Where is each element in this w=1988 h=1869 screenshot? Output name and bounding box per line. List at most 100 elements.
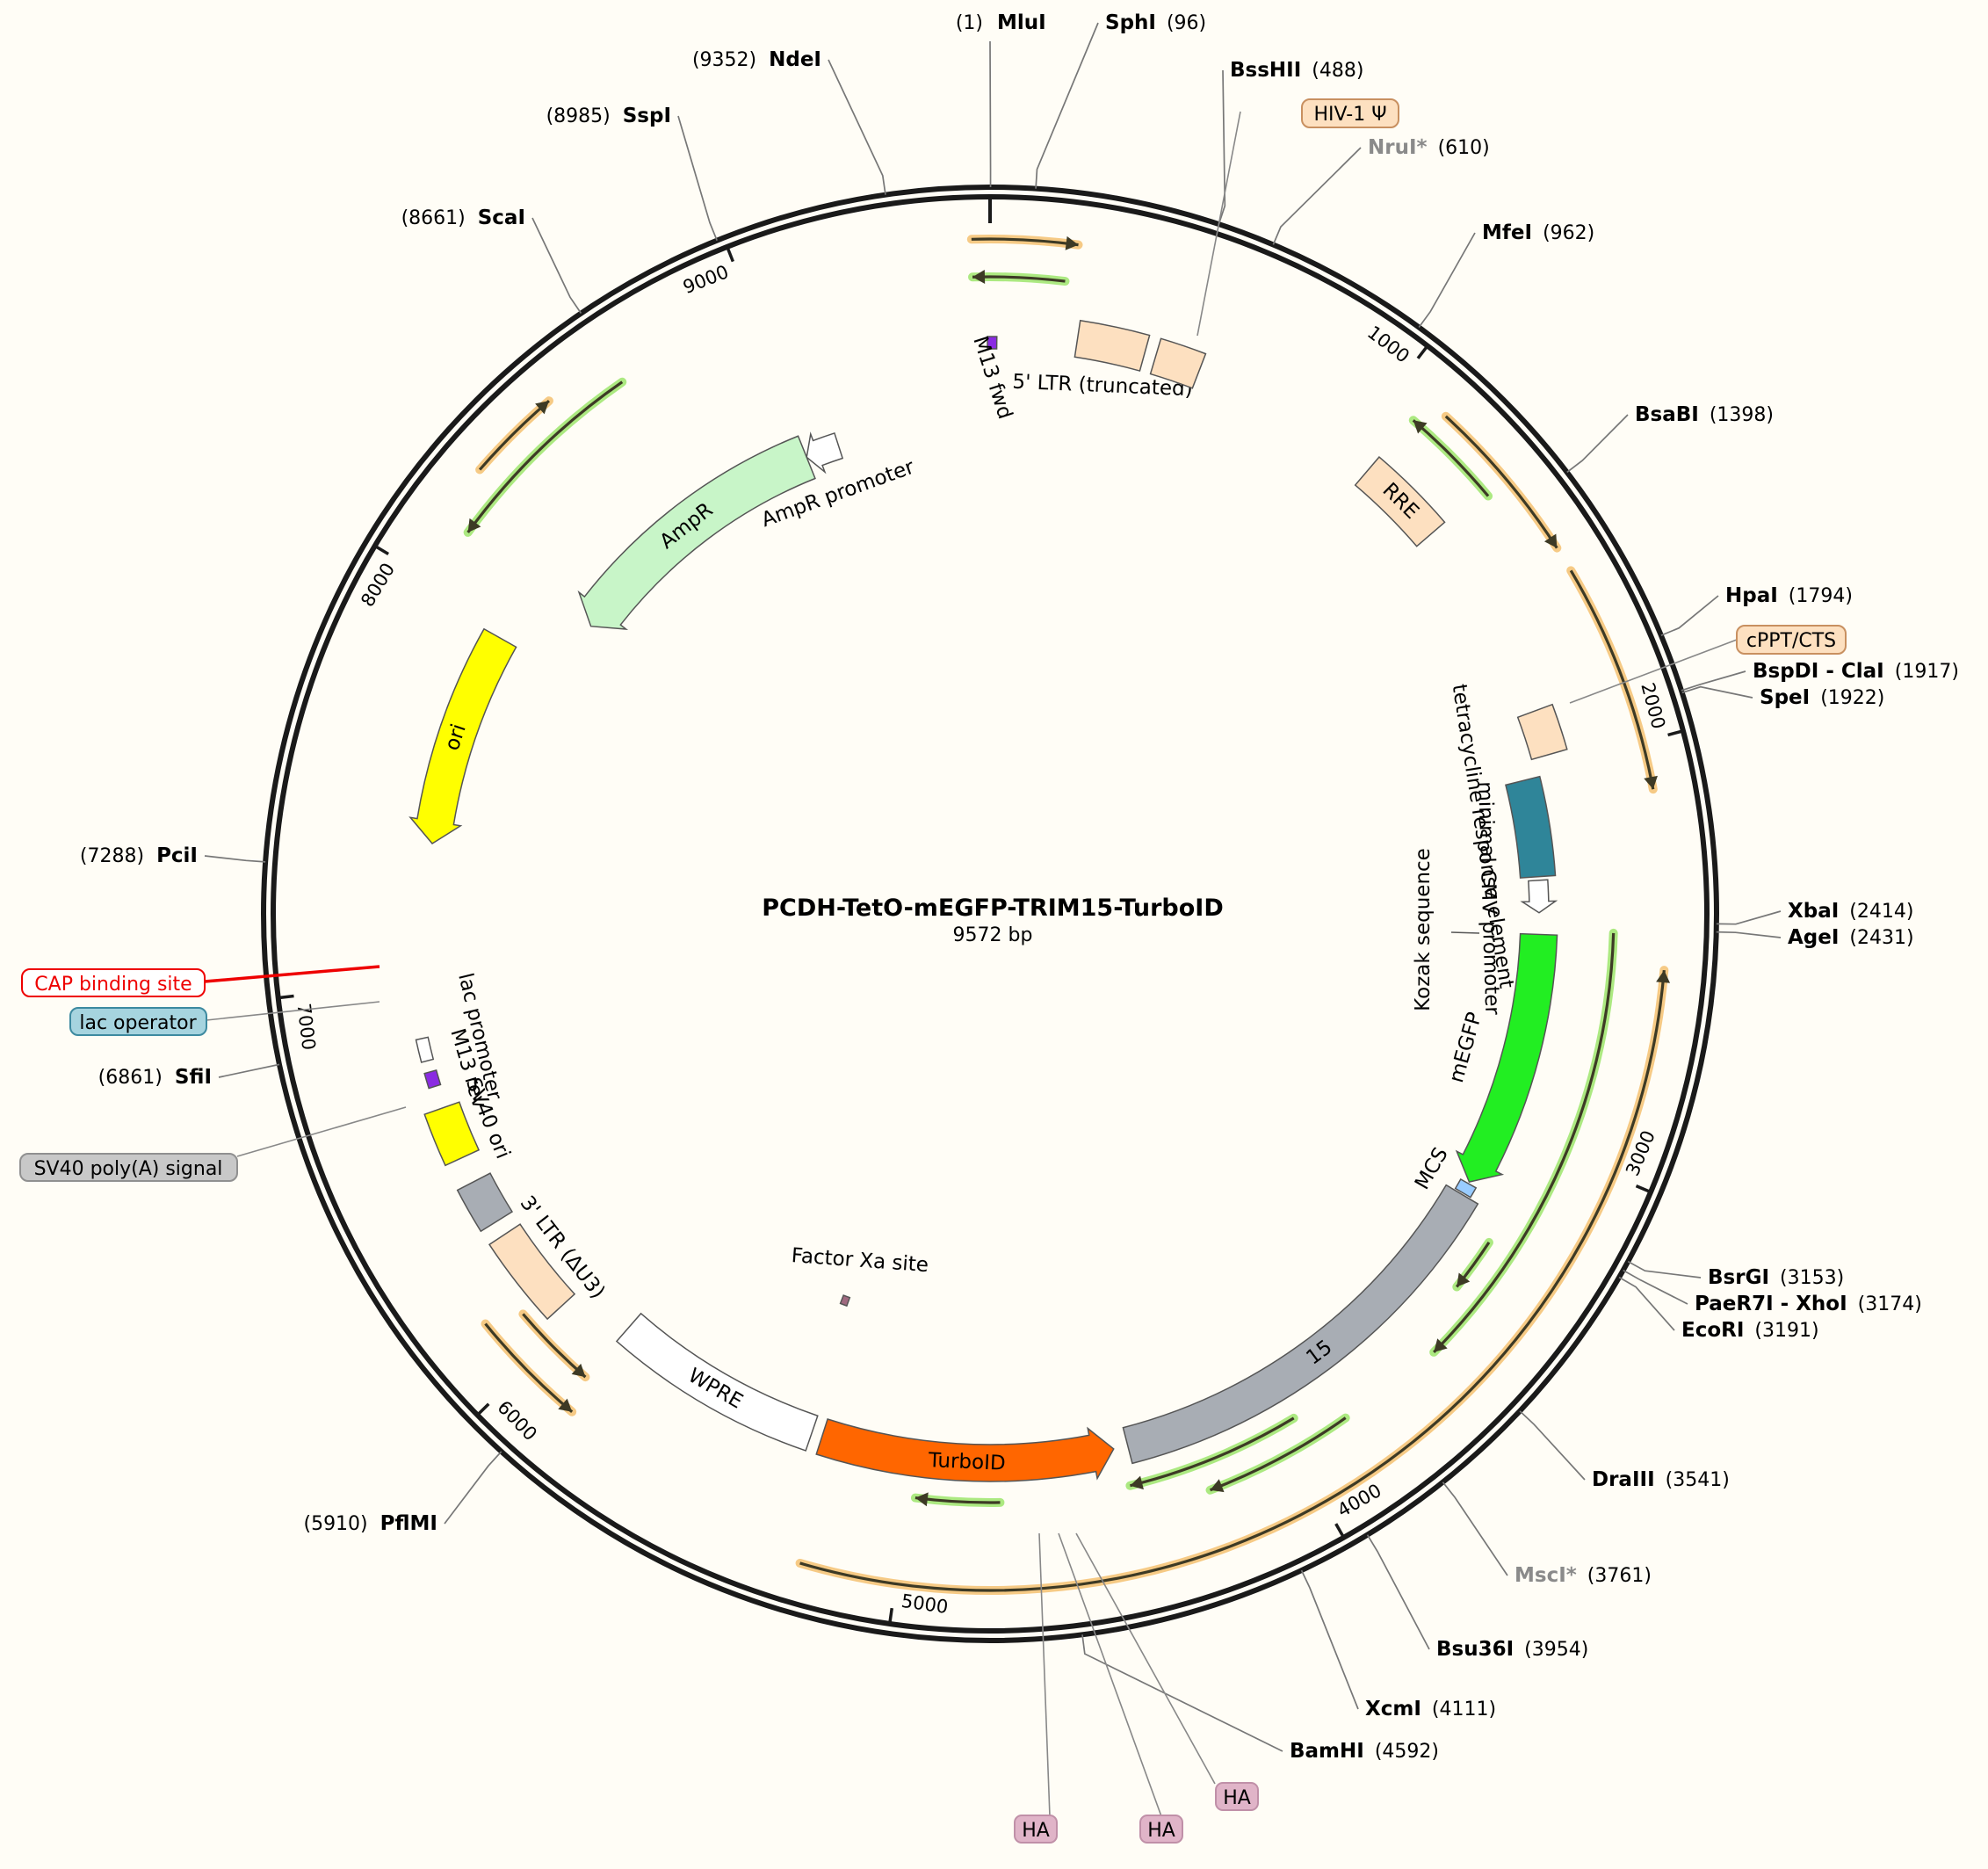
site-position: (1922) [1820, 687, 1884, 709]
site-position: (1917) [1895, 661, 1959, 683]
site-position: (1) [956, 12, 983, 34]
orf-arrows [463, 235, 1671, 1595]
site-name: SpeI [1760, 686, 1810, 709]
site-name: NdeI [769, 48, 821, 71]
orf-arrowhead [1434, 1338, 1448, 1352]
site-position: (8661) [401, 207, 466, 229]
site-position: (4592) [1375, 1741, 1439, 1763]
feature-turboid: TurboID [815, 1418, 1115, 1482]
orf-arrowhead [1210, 1479, 1225, 1493]
callout-label: Kozak sequence [1412, 848, 1435, 1011]
tick-mark [1416, 344, 1429, 359]
callout-label: cPPT/CTS [1746, 630, 1836, 652]
site-pcii: PciI (7288) [80, 844, 266, 867]
site-name: XcmI [1365, 1698, 1421, 1720]
site-agei: AgeI(2431) [1716, 926, 1914, 949]
site-leader-line [1418, 232, 1476, 328]
feature-shape [1074, 319, 1151, 372]
feature-shape [987, 336, 998, 350]
site-leader-line [1300, 1569, 1359, 1710]
site-position: (5910) [303, 1513, 367, 1535]
site-position: (3174) [1858, 1293, 1922, 1315]
site-name: ScaI [478, 206, 525, 229]
site-position: (96) [1167, 12, 1206, 34]
callout-sv40-polya: SV40 poly(A) signal [19, 1106, 407, 1182]
site-name: BssHII [1230, 59, 1301, 82]
site-name: MluI [997, 11, 1046, 34]
site-msci: MscI* (3761) [1442, 1481, 1652, 1587]
orf-arrowhead [1644, 775, 1658, 790]
site-spei: SpeI (1922) [1681, 685, 1884, 709]
orf-arrowhead [571, 1363, 586, 1378]
callout-cap-binding-site: CAP binding site [21, 965, 380, 997]
site-leader-line [1627, 1260, 1702, 1279]
site-sphi: SphI(96) [1035, 11, 1206, 189]
feature-segment-14 [456, 1172, 514, 1233]
orf-arrowhead [1413, 420, 1428, 434]
orf-line [1130, 1416, 1295, 1488]
site-name: SspI [623, 105, 671, 127]
orf-line [1444, 415, 1558, 549]
feature-shape [423, 1069, 442, 1090]
feature-shape [1354, 456, 1446, 547]
orf-line [1569, 569, 1655, 790]
plasmid-title: PCDH-TetO-mEGFP-TRIM15-TurboID [762, 895, 1224, 922]
feature-shape [1454, 1177, 1478, 1199]
site-xcmi: XcmI (4111) [1300, 1569, 1496, 1720]
site-position: (4111) [1432, 1699, 1496, 1720]
callout-box [19, 1153, 238, 1182]
orf-arrowhead [1457, 1272, 1471, 1287]
site-name: BsrGI [1708, 1266, 1769, 1289]
site-bsabi: BsaBI(1398) [1566, 403, 1774, 474]
callout-label: HA [1147, 1820, 1175, 1842]
callout-label: lac operator [79, 1012, 197, 1034]
feature-shape [408, 627, 517, 844]
site-position: (7288) [80, 845, 144, 867]
site-position: (2414) [1849, 901, 1913, 923]
site-leader-line [1272, 147, 1362, 245]
site-position: (8985) [546, 105, 611, 127]
site-leader-line [204, 855, 266, 863]
feature-shape [415, 1036, 435, 1063]
plasmid-length: 9572 bp [953, 924, 1033, 946]
site-leader-line [1716, 910, 1782, 925]
site-leader-line [1035, 22, 1099, 189]
site-position: (2431) [1849, 927, 1913, 949]
site-leader-line [828, 59, 886, 195]
site-ecori: EcoRI(3191) [1618, 1276, 1819, 1342]
site-position: (1398) [1710, 404, 1774, 426]
site-position: (3761) [1587, 1565, 1652, 1587]
site-name: MfeI [1482, 221, 1532, 244]
tick-mark [888, 1607, 894, 1625]
site-name: MscI* [1514, 1564, 1577, 1587]
site-bsu36i: Bsu36I(3954) [1366, 1534, 1588, 1661]
site-name: HpaI [1725, 584, 1778, 607]
feature-shape [839, 1294, 851, 1308]
backbone-outer-ring [261, 185, 1719, 1643]
callout-label: HA [1022, 1820, 1050, 1842]
site-leader-line [1442, 1481, 1508, 1576]
tick-mark [278, 994, 294, 1000]
feature-shape [577, 435, 816, 630]
site-name: PciI [156, 844, 198, 867]
site-position: (488) [1312, 60, 1363, 82]
tick-mark [373, 544, 390, 555]
site-leader-line [677, 115, 718, 241]
callout-box [1301, 98, 1399, 128]
site-name: SfiI [175, 1066, 212, 1089]
callout-label: HIV-1 Ψ [1313, 104, 1386, 126]
callout-ha-2: HA [1058, 1532, 1183, 1844]
tick-mark [1667, 729, 1684, 737]
site-leader-line [1566, 414, 1629, 474]
tick-mark [726, 246, 734, 263]
callout-lac-operator: lac operator [69, 1001, 380, 1036]
tick-mark [1635, 1184, 1652, 1194]
feature-shape [423, 1101, 481, 1167]
orf-arrowhead [1130, 1475, 1144, 1490]
site-sfii: SfiI(6861) [98, 1063, 280, 1089]
site-position: (3191) [1754, 1320, 1818, 1342]
callout-ha-1: HA [1014, 1532, 1058, 1844]
